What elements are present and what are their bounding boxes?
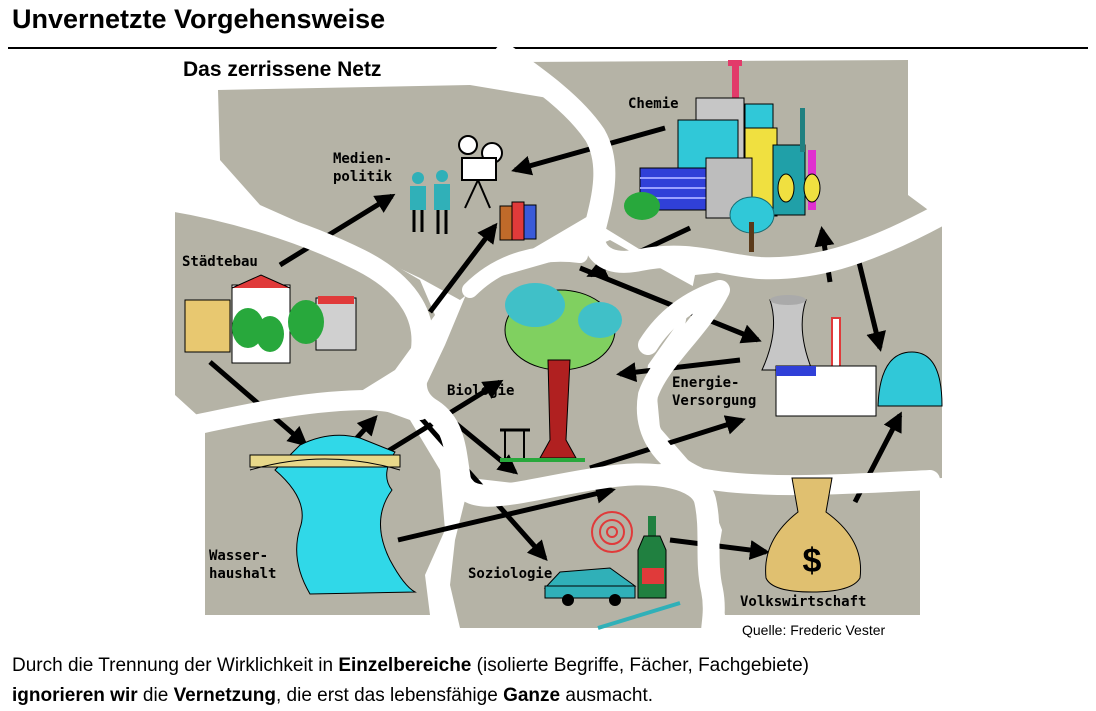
caption-part-1: Durch die Trennung der Wirklichkeit in [12, 655, 339, 676]
label-wasserhaushalt: Wasser- haushalt [209, 548, 277, 582]
caption-text: Durch die Trennung der Wirklichkeit in E… [12, 651, 1087, 711]
medienpolitik-camera-people-illustration [410, 135, 537, 241]
caption-bold-ganze: Ganze [503, 685, 561, 706]
arrow-wasser-medien [353, 415, 378, 442]
caption-bold-ignorieren: ignorieren wir [12, 685, 138, 706]
label-biologie: Biologie [447, 383, 515, 399]
volkswirtschaft-moneybag-illustration: $ [765, 477, 862, 593]
caption-part-5: ausmacht. [560, 685, 654, 706]
label-volkswirtschaft: Volkswirtschaft [740, 594, 867, 610]
label-staedtebau: Städtebau [182, 254, 258, 270]
crack-center-up [462, 245, 588, 298]
chemie-factory-illustration [624, 60, 821, 252]
staedtebau-buildings-illustration [184, 274, 357, 364]
title-divider [8, 47, 1088, 49]
caption-bold-vernetzung: Vernetzung [173, 685, 276, 706]
crack-mid [160, 390, 430, 440]
wasserhaushalt-river-illustration [249, 434, 417, 595]
torn-network-diagram: $ [159, 44, 951, 640]
soziologie-car-bottle-illustration [543, 511, 681, 630]
arrow-energie-volks-right [855, 257, 886, 352]
arrow-biologie-energie [579, 265, 762, 344]
arrow-center-medien [428, 222, 498, 314]
label-soziologie: Soziologie [468, 566, 553, 582]
label-medienpolitik: Medien- politik [333, 151, 393, 185]
caption-part-4: , die erst das lebensfähige [275, 685, 504, 706]
caption-bold-einzelbereiche: Einzelbereiche [338, 655, 472, 676]
energie-powerplant-illustration [761, 295, 943, 417]
arrow-staedtebau-medien [278, 193, 396, 268]
arrow-center-soziologie [403, 398, 548, 561]
label-energie: Energie- Versorgung [672, 375, 757, 409]
source-credit: Quelle: Frederic Vester [742, 622, 886, 638]
diagram-subtitle: Das zerrissene Netz [183, 58, 382, 81]
crack-top [494, 44, 951, 280]
panel-medienpolitik [218, 85, 600, 300]
label-chemie: Chemie [628, 96, 679, 112]
crack-left [159, 189, 725, 640]
biologie-tree-illustration [500, 283, 622, 462]
page-title: Unvernetzte Vorgehensweise [12, 4, 386, 34]
caption-part-2: (isolierte Begriffe, Fächer, Fachgebiete… [471, 655, 809, 676]
arrow-energie-biologie [616, 357, 741, 383]
caption-part-3: die [137, 685, 174, 706]
arrow-wasser-soziologie [397, 483, 616, 543]
svg-text:$: $ [803, 542, 822, 580]
